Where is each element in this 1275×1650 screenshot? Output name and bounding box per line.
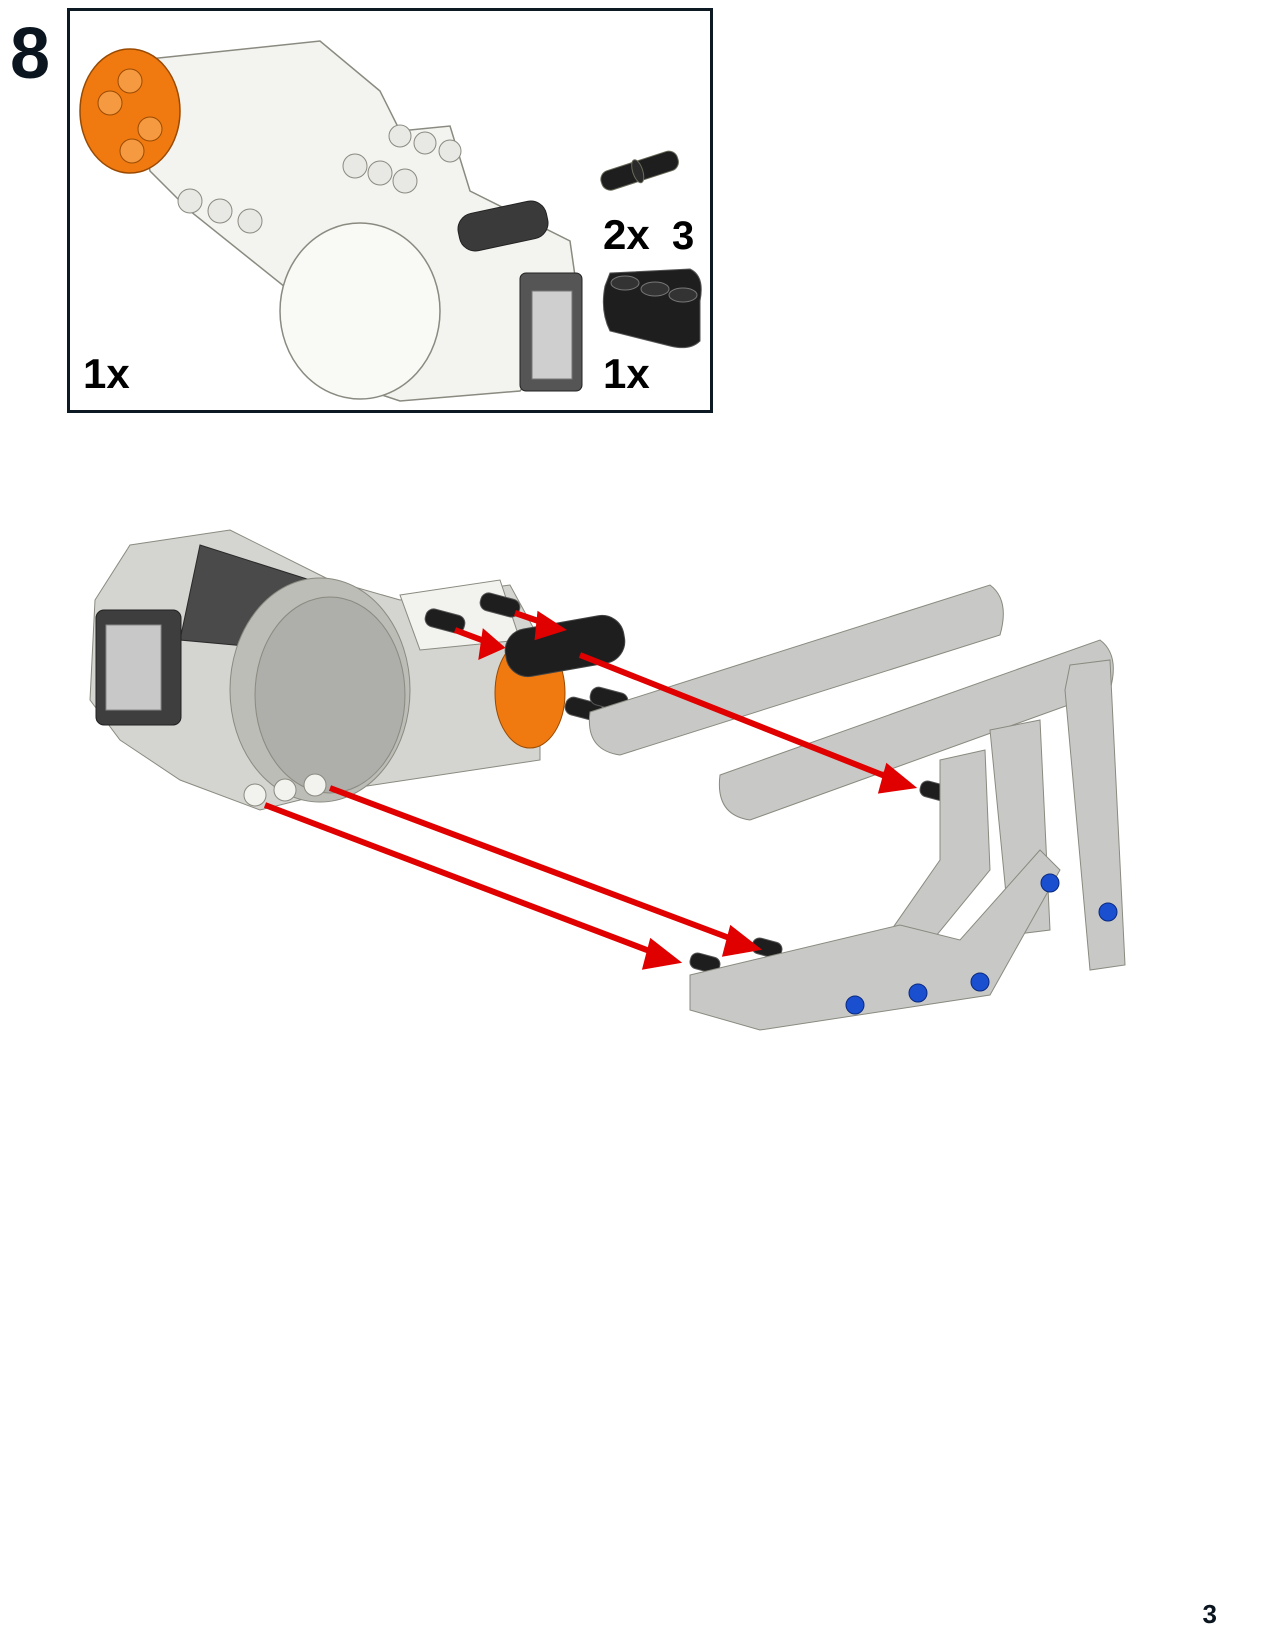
assembled-motor-icon [89,529,566,811]
grey-liftarms-icon [588,584,1126,1031]
black-pins-icon [424,592,951,974]
assembled-liftarm-icon [504,614,626,678]
page-number: 3 [1202,1599,1217,1629]
blue-pins-icon [845,873,1118,1015]
pin-quantity: 2x [603,211,650,258]
parts-illustration [79,40,702,402]
thick-liftarm-icon [602,268,702,349]
liftarm-length: 3 [672,214,695,258]
parts-list-callout: 1x 2x 3 1x [67,8,713,413]
connector-pin-icon [600,150,679,191]
motor-quantity: 1x [83,350,130,397]
step-number: 8 [10,14,50,94]
liftarm-quantity: 1x [603,350,650,397]
assembly-arrows-icon [263,610,918,970]
servo-motor-icon [79,40,583,402]
